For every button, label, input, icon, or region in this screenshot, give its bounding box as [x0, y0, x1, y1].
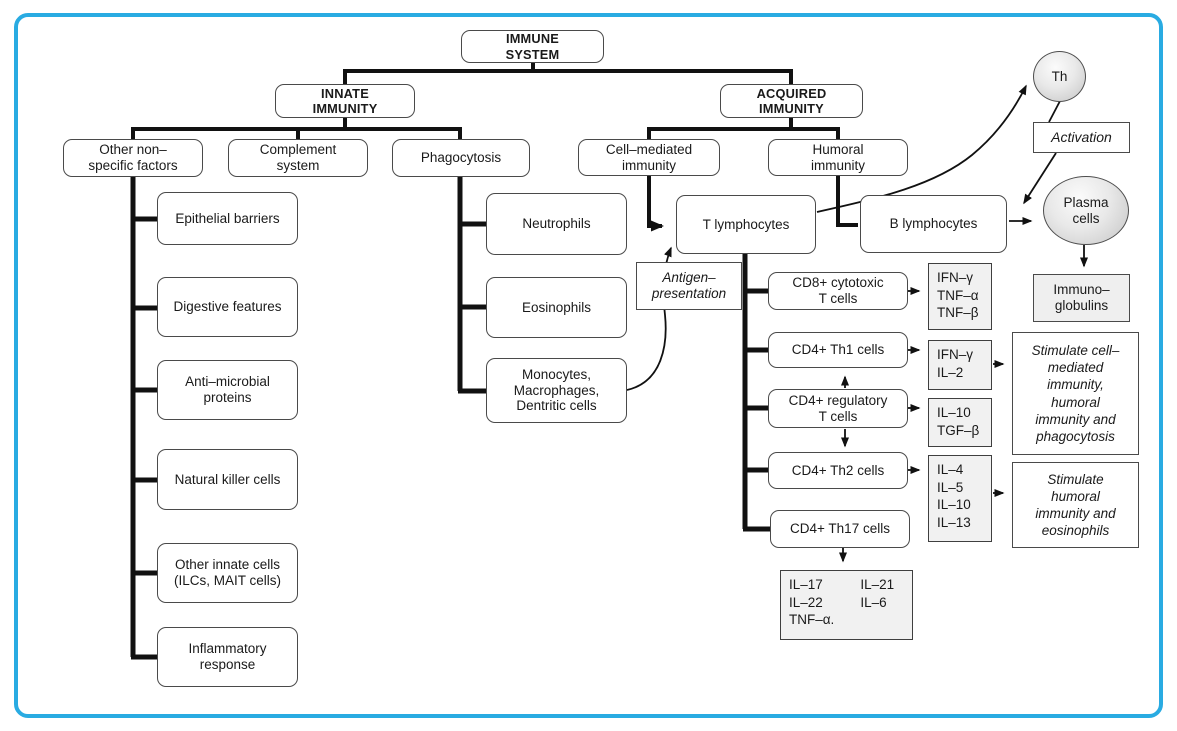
box-cd4-th17-cells: CD4+ Th17 cells: [770, 510, 910, 548]
box-monocytes-macrophages: Monocytes, Macrophages, Dentritic cells: [486, 358, 627, 423]
box-digestive-features: Digestive features: [157, 277, 298, 337]
box-regulatory-cytokines: IL–10 TGF–β: [928, 398, 992, 447]
box-th2-cytokines: IL–4 IL–5 IL–10 IL–13: [928, 455, 992, 542]
box-cd8-cytokines: IFN–γ TNF–α TNF–β: [928, 263, 992, 330]
box-natural-killer-cells: Natural killer cells: [157, 449, 298, 510]
box-other-nonspecific-factors: Other non– specific factors: [63, 139, 203, 177]
circle-plasma-cells: Plasma cells: [1043, 176, 1129, 245]
box-neutrophils: Neutrophils: [486, 193, 627, 255]
th17-cytokines-column-2: IL–21 IL–6: [860, 577, 895, 610]
circle-th-cell: Th: [1033, 51, 1086, 102]
box-th1-cytokines: IFN–γ IL–2: [928, 340, 992, 390]
box-antimicrobial-proteins: Anti–microbial proteins: [157, 360, 298, 420]
box-humoral-immunity: Humoral immunity: [768, 139, 908, 176]
box-cd4-th2-cells: CD4+ Th2 cells: [768, 452, 908, 489]
box-th17-cytokines: IL–17 IL–22 TNF–α. IL–21 IL–6: [780, 570, 913, 640]
box-b-lymphocytes: B lymphocytes: [860, 195, 1007, 253]
box-acquired-immunity: ACQUIRED IMMUNITY: [720, 84, 863, 118]
box-cd8-cytotoxic-t-cells: CD8+ cytotoxic T cells: [768, 272, 908, 310]
box-eosinophils: Eosinophils: [486, 277, 627, 338]
box-activation: Activation: [1033, 122, 1130, 153]
box-inflammatory-response: Inflammatory response: [157, 627, 298, 687]
th17-cytokines-column-1: IL–17 IL–22 TNF–α.: [789, 577, 835, 628]
box-stimulate-cell-mediated: Stimulate cell– mediated immunity, humor…: [1012, 332, 1139, 455]
box-innate-immunity: INNATE IMMUNITY: [275, 84, 415, 118]
box-epithelial-barriers: Epithelial barriers: [157, 192, 298, 245]
box-stimulate-humoral: Stimulate humoral immunity and eosinophi…: [1012, 462, 1139, 548]
box-cd4-th1-cells: CD4+ Th1 cells: [768, 332, 908, 368]
box-immune-system: IMMUNE SYSTEM: [461, 30, 604, 63]
box-immunoglobulins: Immuno– globulins: [1033, 274, 1130, 322]
box-antigen-presentation: Antigen– presentation: [636, 262, 742, 310]
box-cd4-regulatory-t-cells: CD4+ regulatory T cells: [768, 389, 908, 428]
box-t-lymphocytes: T lymphocytes: [676, 195, 816, 254]
box-complement-system: Complement system: [228, 139, 368, 177]
box-other-innate-cells: Other innate cells (ILCs, MAIT cells): [157, 543, 298, 603]
box-phagocytosis: Phagocytosis: [392, 139, 530, 177]
box-cell-mediated-immunity: Cell–mediated immunity: [578, 139, 720, 176]
